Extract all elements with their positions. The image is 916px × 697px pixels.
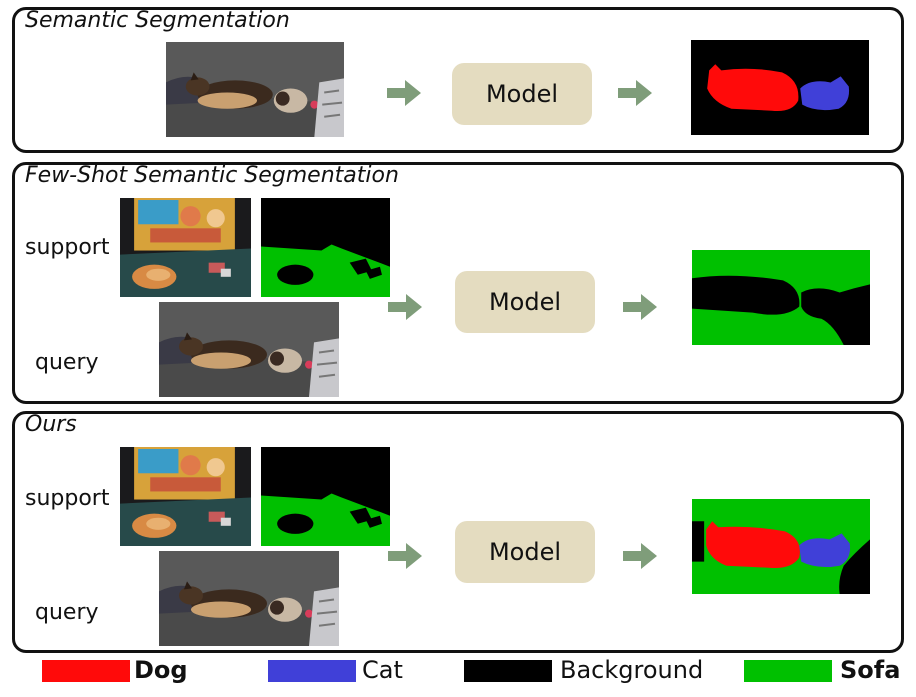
model-box: Model — [452, 63, 592, 125]
panel-title: Few-Shot Semantic Segmentation — [25, 163, 399, 188]
panel-title: Ours — [25, 412, 77, 437]
legend-swatch-background — [464, 660, 552, 682]
support-photo — [120, 198, 251, 297]
segmentation-output — [692, 499, 870, 594]
support-photo — [120, 447, 251, 546]
arrow-icon — [388, 294, 422, 320]
legend-swatch-dog — [42, 660, 130, 682]
panel-semantic-segmentation: Semantic Segmentation Model — [12, 7, 904, 153]
input-photo — [166, 42, 344, 137]
support-label: support — [25, 235, 110, 260]
panel-ours: Ours support query Model — [12, 411, 904, 653]
legend-swatch-sofa — [744, 660, 832, 682]
query-label: query — [35, 350, 99, 375]
support-label: support — [25, 486, 110, 511]
arrow-icon — [623, 543, 657, 569]
query-label: query — [35, 600, 99, 625]
legend-swatch-cat — [268, 660, 356, 682]
support-mask — [261, 447, 390, 546]
arrow-icon — [388, 543, 422, 569]
arrow-icon — [387, 80, 421, 106]
arrow-icon — [618, 80, 652, 106]
query-photo — [159, 302, 339, 397]
query-photo — [159, 551, 339, 646]
model-box: Model — [455, 521, 595, 583]
arrow-icon — [623, 294, 657, 320]
legend-label-cat: Cat — [362, 656, 403, 684]
panel-few-shot-segmentation: Few-Shot Semantic Segmentation support q… — [12, 162, 904, 404]
segmentation-output — [692, 250, 870, 345]
model-box: Model — [455, 271, 595, 333]
segmentation-output — [691, 40, 869, 135]
panel-title: Semantic Segmentation — [25, 8, 290, 33]
legend-label-dog: Dog — [134, 656, 188, 684]
legend-label-sofa: Sofa — [840, 656, 901, 684]
support-mask — [261, 198, 390, 297]
legend-label-background: Background — [560, 656, 704, 684]
